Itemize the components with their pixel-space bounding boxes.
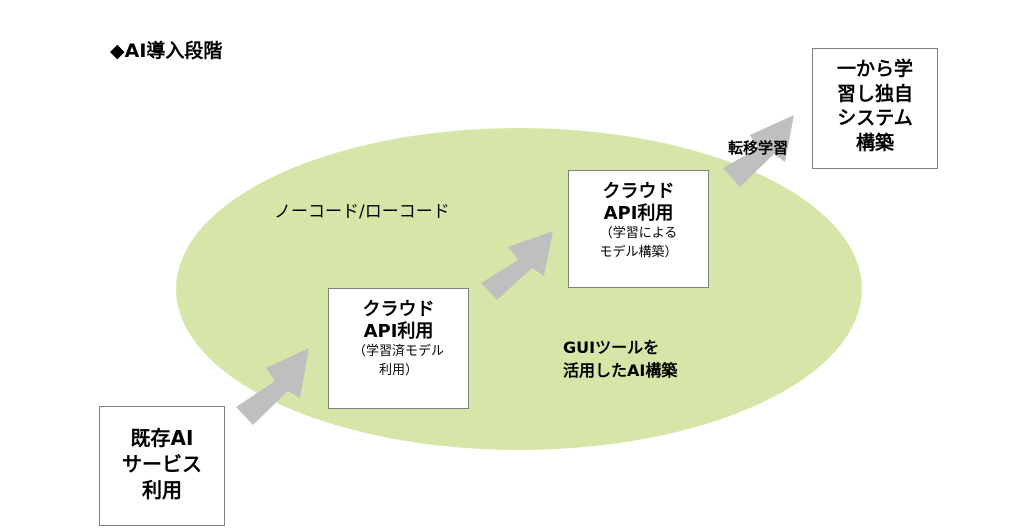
stage-cloud1-sub-2: 利用） [378,362,418,378]
stage-cloud2-sub-2: モデル構築） [599,244,678,260]
stage-cloud1-line-2: API利用 [363,320,434,342]
stage-existing-ai-service: 既存AI サービス 利用 [99,406,225,526]
stage-scratch-line-4: 構築 [855,132,894,155]
nocode-lowcode-label: ノーコード/ローコード [274,202,450,222]
transfer-learning-label: 転移学習 [728,139,789,157]
stage-existing-line-2: サービス [122,452,202,476]
stage-cloud-api-custom-model: クラウド API利用 （学習による モデル構築） [568,170,709,288]
gui-tool-label: GUIツールを 活用したAI構築 [563,336,677,382]
stage-existing-line-1: 既存AI [130,426,194,450]
stage-cloud2-line-1: クラウド [602,181,675,202]
stage-scratch-system-build: 一から学 習し独自 システム 構築 [812,48,938,169]
gui-label-line-1: GUIツールを [563,338,660,357]
stage-cloud2-sub-1: （学習による [599,225,678,241]
stage-scratch-line-2: 習し独自 [836,82,913,105]
stage-scratch-line-3: システム [837,107,913,130]
stage-cloud2-line-2: API利用 [603,202,674,224]
stage-cloud-api-pretrained: クラウド API利用 （学習済モデル 利用） [328,288,469,409]
diagram-title: ◆AI導入段階 [110,40,223,62]
gui-label-line-2: 活用したAI構築 [563,361,678,381]
stage-scratch-line-1: 一から学 [836,58,913,80]
stage-cloud1-sub-1: （学習済モデル [352,343,444,359]
nocode-region-ellipse [176,128,862,450]
stage-cloud1-line-1: クラウド [362,299,435,320]
stage-existing-line-3: 利用 [142,478,182,502]
